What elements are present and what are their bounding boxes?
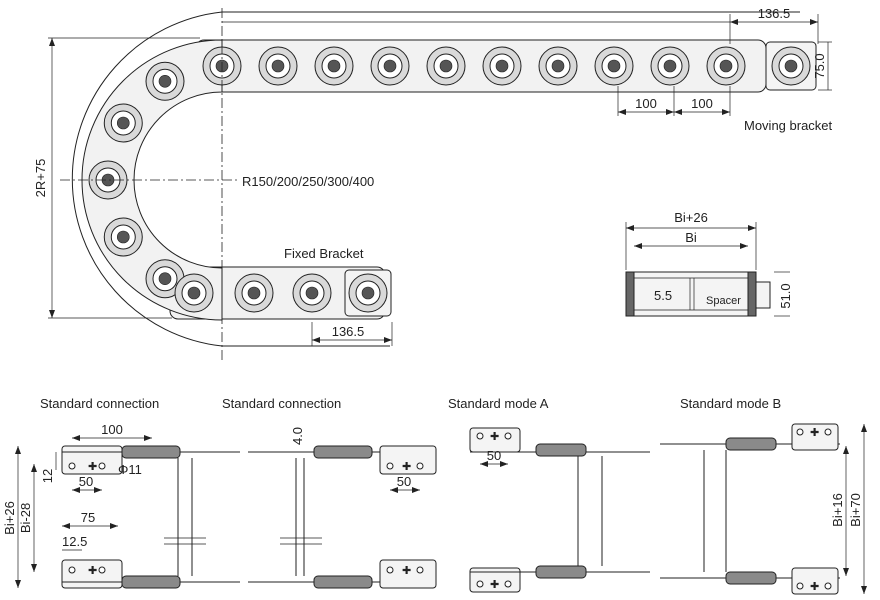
connection-4-inner-label: Bi+16: [830, 493, 845, 527]
pitch-1-label: 100: [635, 96, 657, 111]
connection-1-lower-side-bar: [121, 575, 181, 589]
connection-4-title: Standard mode B: [680, 396, 781, 411]
connection-1-outer-label: Bi+26: [2, 501, 17, 535]
svg-text:✚: ✚: [810, 581, 819, 593]
connection-2-drawing: ✚ ✚ 4.0 50: [248, 427, 437, 589]
section-body: [625, 271, 757, 317]
chain-pivots: [88, 46, 811, 313]
connection-4-outer-label: Bi+70: [848, 493, 863, 527]
top-offset-dimension: 136.5: [222, 6, 819, 44]
connection-4-lower-side-bar: [725, 571, 777, 585]
section-height-label: 51.0: [778, 283, 793, 308]
svg-text:✚: ✚: [490, 579, 499, 591]
pitch-dimensions: 100 100: [617, 86, 731, 116]
connection-1-inset-label: 12.5: [62, 534, 87, 549]
connection-1-offset-label: 50: [79, 474, 93, 489]
connection-3-drawing: ✚ ✚ 50: [469, 427, 650, 593]
section-left-wall: [625, 271, 635, 317]
pitch-2-label: 100: [691, 96, 713, 111]
bottom-offset-dimension: 136.5: [311, 322, 393, 346]
connection-2-offset-label: 50: [397, 474, 411, 489]
height-dimension-label: 2R+75: [33, 159, 48, 198]
connection-3-offset-label: 50: [487, 448, 501, 463]
height-dimension: 2R+75: [33, 37, 200, 319]
spacer-gap-label: 5.5: [654, 288, 672, 303]
svg-text:✚: ✚: [810, 427, 819, 439]
chain-top-view: [71, 11, 817, 347]
svg-text:✚: ✚: [402, 461, 411, 473]
pivot-pin: [116, 116, 130, 130]
link-height-label: 75.0: [812, 53, 827, 78]
spacer-label: Spacer: [706, 295, 741, 307]
section-right-wall: [747, 271, 757, 317]
pivot-pin: [327, 59, 341, 73]
connection-1-half-label: 75: [81, 510, 95, 525]
link-height-dimension: 75.0: [812, 41, 832, 91]
pivot-pin: [383, 59, 397, 73]
svg-text:✚: ✚: [490, 431, 499, 443]
connection-3-lower-side-bar: [535, 565, 587, 579]
connection-1-upper-side-bar: [121, 445, 181, 459]
svg-text:✚: ✚: [88, 565, 97, 577]
connection-2-title: Standard connection: [222, 396, 341, 411]
pivot-pin: [551, 59, 565, 73]
pivot-pin: [116, 230, 130, 244]
svg-text:✚: ✚: [88, 461, 97, 473]
connection-1-hole-label: Φ11: [118, 462, 142, 477]
pivot-pin: [271, 59, 285, 73]
connection-2-thickness-label: 4.0: [290, 427, 305, 445]
fixed-bracket-label: Fixed Bracket: [284, 246, 364, 261]
pivot-pin: [663, 59, 677, 73]
pivot-pin: [187, 286, 201, 300]
pivot-pin: [495, 59, 509, 73]
connection-1-lower-plate: [61, 559, 123, 589]
connection-3-upper-side-bar: [535, 443, 587, 457]
connection-2-lower-side-bar: [313, 575, 373, 589]
pivot-pin: [158, 272, 172, 286]
connection-1-inner-label: Bi-28: [18, 503, 33, 533]
connection-1-upper-plate: [61, 445, 123, 475]
connection-2-upper-side-bar: [313, 445, 373, 459]
inner-width-label: Bi: [685, 230, 697, 245]
connection-4-drawing: ✚ ✚ Bi+16 Bi+70: [660, 423, 867, 595]
pivot-pin: [719, 59, 733, 73]
connection-2-lower-plate: [379, 559, 437, 589]
section-side-tab: [755, 281, 771, 309]
connection-1-drawing: ✚ ✚ 100 Φ11 50 12 Bi+26 Bi-28 75 12.5: [2, 422, 240, 589]
outer-width-label: Bi+26: [674, 210, 708, 225]
radius-label: R150/200/250/300/400: [242, 174, 374, 189]
connection-1-spacing-label: 100: [101, 422, 123, 437]
pivot-pin: [158, 74, 172, 88]
bottom-offset-label: 136.5: [332, 324, 365, 339]
pivot-pin: [439, 59, 453, 73]
svg-text:✚: ✚: [402, 565, 411, 577]
pivot-pin: [247, 286, 261, 300]
pivot-pin: [361, 286, 375, 300]
pivot-pin: [607, 59, 621, 73]
moving-bracket-label: Moving bracket: [744, 118, 833, 133]
connection-1-edge-label: 12: [40, 469, 55, 483]
chain-envelope-outline: [71, 11, 800, 347]
connection-1-title: Standard connection: [40, 396, 159, 411]
connection-3-title: Standard mode A: [448, 396, 549, 411]
pivot-pin: [305, 286, 319, 300]
connection-4-upper-side-bar: [725, 437, 777, 451]
top-offset-label: 136.5: [758, 6, 791, 21]
section-view: Bi+26 Bi 5.5 Spacer 51.0: [625, 210, 793, 317]
pivot-pin: [784, 59, 798, 73]
